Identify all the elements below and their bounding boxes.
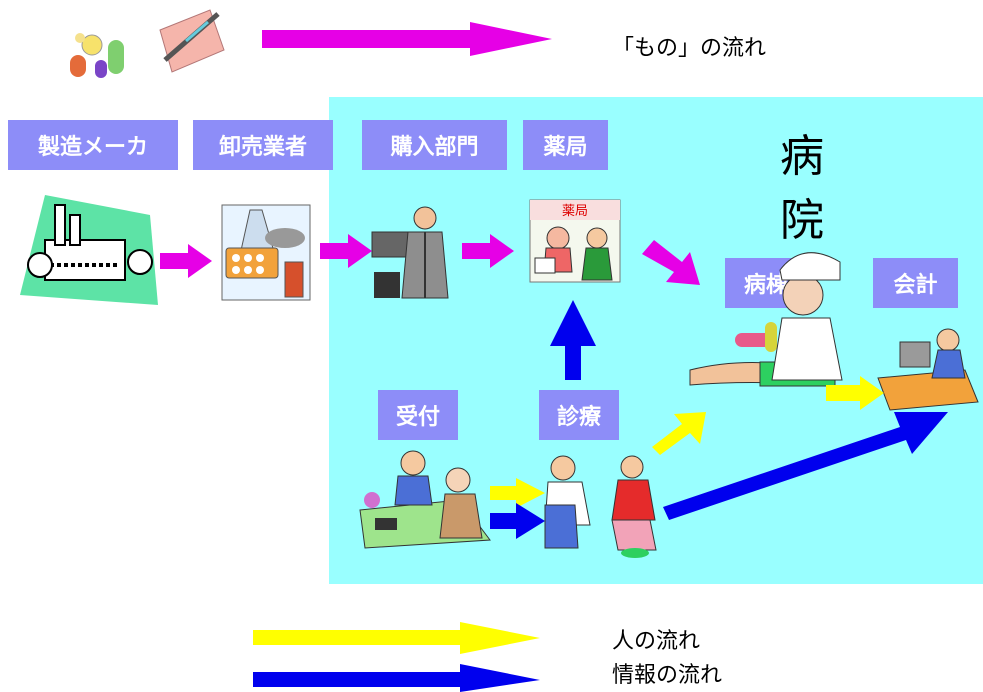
pills-icon (70, 33, 124, 78)
goods-flow-arrow-2 (320, 234, 372, 268)
accounting-label: 会計 (873, 258, 958, 308)
pharmacy-sign-text: 薬局 (562, 204, 588, 219)
info-flow-arrow-reception-to-consultation (490, 503, 545, 539)
manufacturer-label: 製造メーカ (8, 120, 178, 170)
info-flow-legend: 情報の流れ (612, 663, 723, 688)
info-legend-arrow (253, 664, 540, 692)
info-flow-arrow-up (550, 300, 596, 380)
people-flow-arrow-to-ward (652, 412, 706, 455)
people-flow-arrow-ward-to-accounting (826, 376, 884, 410)
syringe-icon (159, 9, 225, 73)
hospital-title: 病 院 (780, 131, 928, 246)
goods-flow-arrow-3 (462, 234, 514, 268)
people-legend-arrow (253, 622, 540, 654)
pharmacy-counter-icon: 薬局 (529, 199, 621, 283)
goods-flow-legend: 「もの」の流れ (612, 36, 767, 61)
accounting-cashier-icon (877, 328, 979, 411)
goods-legend-arrow (262, 22, 552, 56)
info-flow-arrow-to-accounting (663, 412, 948, 520)
people-flow-arrow-reception-to-consultation (490, 478, 545, 508)
ward-nurse-icon (689, 252, 843, 387)
purchasing-label: 購入部門 (362, 120, 507, 170)
people-flow-legend: 人の流れ (612, 629, 701, 654)
medicine-supplies-icon (221, 204, 311, 301)
pharmacy-label: 薬局 (523, 120, 608, 170)
reception-desk-icon (359, 450, 491, 549)
goods-flow-arrow-4 (642, 240, 700, 285)
factory-icon (20, 195, 158, 305)
consultation-label: 診療 (539, 390, 619, 440)
doctor-patient-icon (544, 455, 657, 558)
wholesaler-label: 卸売業者 (193, 120, 333, 170)
purchasing-staff-icon (371, 206, 449, 299)
reception-label: 受付 (378, 390, 458, 440)
goods-flow-arrow-1 (160, 244, 212, 278)
